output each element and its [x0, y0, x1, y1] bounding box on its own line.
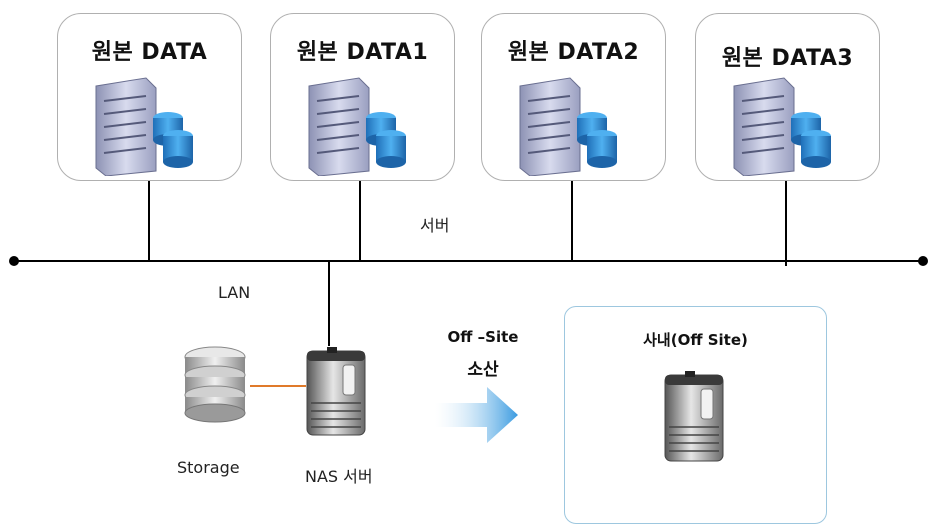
nas-server-icon	[306, 347, 366, 436]
offsite-transfer-sublabel: 소산	[467, 360, 499, 380]
connector-line	[359, 181, 361, 261]
server-database-icon	[733, 77, 831, 176]
server-title: 원본 DATA3	[721, 46, 854, 71]
server-label: 서버	[420, 216, 450, 235]
nas-label: NAS 서버	[305, 467, 373, 486]
server-database-icon	[95, 77, 193, 176]
offsite-nas-server-icon	[664, 371, 724, 462]
bus-endpoint	[918, 256, 928, 266]
connector-line	[785, 181, 787, 266]
lan-bus-line	[14, 260, 922, 262]
server-box-data3: 원본 DATA3	[695, 13, 880, 181]
storage-icon	[184, 346, 246, 423]
storage-label: Storage	[177, 458, 240, 477]
server-box-data: 원본 DATA	[57, 13, 242, 181]
server-title: 원본 DATA1	[296, 40, 429, 65]
storage-link-line	[250, 385, 306, 387]
server-database-icon	[519, 77, 617, 176]
offsite-title: 사내(Off Site)	[643, 331, 748, 349]
server-title: 원본 DATA2	[507, 40, 640, 65]
server-box-data1: 원본 DATA1	[270, 13, 455, 181]
server-title: 원본 DATA	[91, 40, 208, 65]
offsite-box: 사내(Off Site)	[564, 306, 827, 524]
transfer-arrow-icon	[435, 387, 518, 443]
offsite-transfer-label: Off –Site	[447, 328, 519, 346]
nas-connector-line	[328, 262, 330, 346]
server-box-data2: 원본 DATA2	[481, 13, 666, 181]
connector-line	[571, 181, 573, 261]
connector-line	[148, 181, 150, 261]
server-database-icon	[308, 77, 406, 176]
lan-label: LAN	[218, 283, 251, 302]
